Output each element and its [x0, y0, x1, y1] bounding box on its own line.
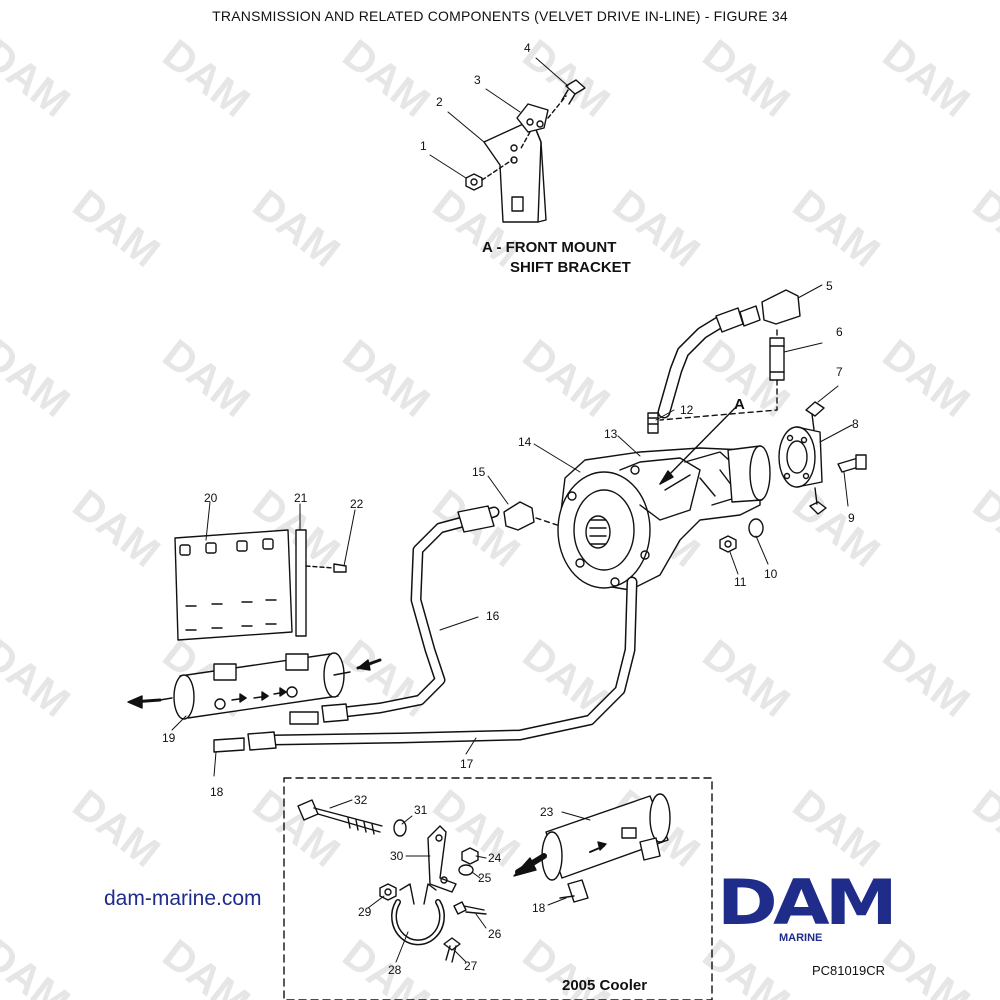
view-marker-a: A	[734, 396, 745, 413]
callout-19: 19	[162, 731, 176, 745]
cooler-2005-label: 2005 Cooler	[562, 977, 648, 994]
heat-exchanger-cooler	[127, 652, 382, 720]
callout-5: 5	[826, 279, 833, 293]
inset-caption-line1: A - FRONT MOUNT	[482, 239, 617, 256]
callout-16: 16	[486, 609, 500, 623]
website-link[interactable]: dam-marine.com	[104, 887, 262, 910]
callout-9: 9	[848, 511, 855, 525]
callout-2: 2	[436, 95, 443, 109]
callout-27: 27	[464, 959, 478, 973]
brand-logo: DAM MARINE	[717, 866, 898, 947]
callout-23: 23	[540, 805, 554, 819]
callout-15: 15	[472, 465, 486, 479]
cooler-2005-parts	[297, 793, 671, 963]
callout-leaders	[171, 57, 853, 963]
callout-24: 24	[488, 851, 502, 865]
callout-26: 26	[488, 927, 502, 941]
brand-logo-sub: MARINE	[779, 932, 823, 944]
callout-22: 22	[350, 497, 364, 511]
inset-caption-line2: SHIFT BRACKET	[510, 259, 631, 276]
callout-6: 6	[836, 325, 843, 339]
callout-14: 14	[518, 435, 532, 449]
callout-8: 8	[852, 417, 859, 431]
drawing-code: PC81019CR	[812, 963, 885, 978]
callout-4: 4	[524, 41, 531, 55]
callout-18: 18	[532, 901, 546, 915]
callout-31: 31	[414, 803, 428, 817]
transmission-assembly	[557, 401, 867, 591]
cooler-2005-box	[283, 777, 713, 1000]
shift-bracket-assembly	[465, 79, 586, 223]
callout-11: 11	[734, 575, 747, 589]
callout-17: 17	[460, 757, 474, 771]
top-oil-line	[657, 289, 801, 421]
callout-7: 7	[836, 365, 843, 379]
brand-logo-main: DAM	[717, 866, 898, 939]
callout-25: 25	[478, 871, 492, 885]
callout-10: 10	[764, 567, 778, 581]
cooler-mount-plate	[174, 529, 347, 641]
callout-21: 21	[294, 491, 308, 505]
cooler-hoses	[213, 501, 638, 753]
callout-32: 32	[354, 793, 368, 807]
callout-13: 13	[604, 427, 618, 441]
callout-1: 1	[420, 139, 427, 153]
callout-18: 18	[210, 785, 224, 799]
callout-29: 29	[358, 905, 372, 919]
callout-28: 28	[388, 963, 402, 977]
callout-30: 30	[390, 849, 404, 863]
callout-20: 20	[204, 491, 218, 505]
figure-title: TRANSMISSION AND RELATED COMPONENTS (VEL…	[212, 8, 788, 24]
callout-3: 3	[474, 73, 481, 87]
callout-12: 12	[680, 403, 694, 417]
